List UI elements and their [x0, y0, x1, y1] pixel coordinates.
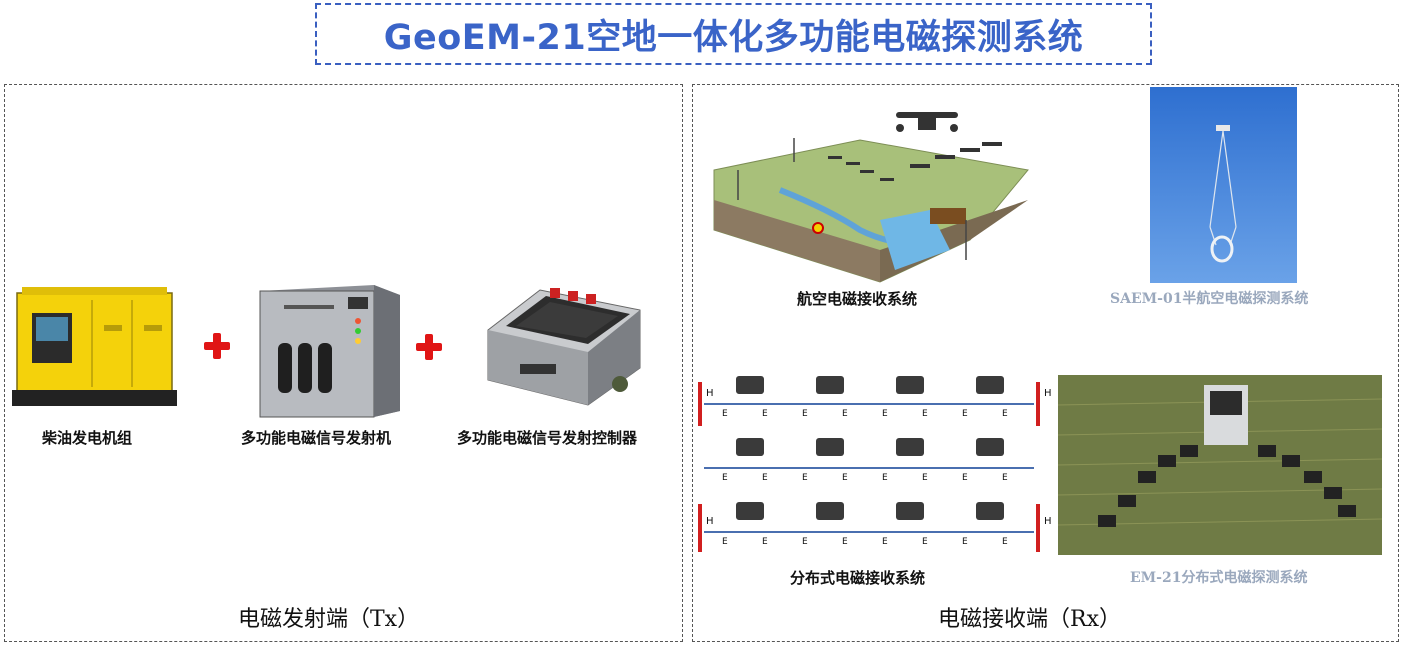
- rx-panel: [692, 84, 1399, 642]
- em21-label: EM-21分布式电磁探测系统: [1130, 570, 1308, 586]
- svg-text:E: E: [922, 537, 928, 547]
- svg-text:E: E: [922, 473, 928, 483]
- controller-box-icon: [487, 288, 641, 406]
- svg-text:E: E: [842, 473, 848, 483]
- transmitter-cabinet-icon: [259, 285, 400, 418]
- svg-text:E: E: [762, 537, 768, 547]
- svg-text:E: E: [1002, 473, 1008, 483]
- h-marker: H: [706, 388, 714, 399]
- transmitter-label: 多功能电磁信号发射机: [241, 429, 392, 447]
- svg-text:E: E: [882, 537, 888, 547]
- h-marker: H: [1044, 388, 1052, 399]
- svg-text:E: E: [722, 537, 728, 547]
- svg-text:E: E: [962, 409, 968, 419]
- svg-text:E: E: [882, 409, 888, 419]
- em21-field-photo: [1057, 375, 1383, 555]
- title-box: GeoEM-21空地一体化多功能电磁探测系统: [315, 3, 1152, 65]
- saem-label: SAEM-01半航空电磁探测系统: [1110, 291, 1309, 307]
- svg-text:E: E: [842, 409, 848, 419]
- saem-photo: [1150, 87, 1297, 283]
- plus-icon: [204, 333, 230, 359]
- tx-panel: [4, 84, 683, 642]
- svg-text:E: E: [842, 537, 848, 547]
- h-marker: H: [1044, 516, 1052, 527]
- plus-icon: [416, 334, 442, 360]
- rx-caption: 电磁接收端（Rx）: [938, 607, 1121, 632]
- tx-caption: 电磁发射端（Tx）: [238, 607, 420, 632]
- svg-text:E: E: [1002, 537, 1008, 547]
- controller-label: 多功能电磁信号发射控制器: [457, 429, 638, 447]
- page-title: GeoEM-21空地一体化多功能电磁探测系统: [383, 17, 1084, 58]
- diesel-generator-icon: [12, 287, 177, 406]
- svg-text:E: E: [802, 473, 808, 483]
- svg-text:E: E: [762, 473, 768, 483]
- airborne-survey-illustration: [713, 112, 1029, 283]
- svg-text:E: E: [762, 409, 768, 419]
- svg-text:E: E: [802, 537, 808, 547]
- svg-text:E: E: [802, 409, 808, 419]
- svg-text:E: E: [962, 473, 968, 483]
- h-marker: H: [706, 516, 714, 527]
- generator-label: 柴油发电机组: [42, 429, 133, 447]
- distributed-label: 分布式电磁接收系统: [790, 569, 926, 587]
- svg-text:E: E: [1002, 409, 1008, 419]
- svg-text:E: E: [922, 409, 928, 419]
- svg-text:E: E: [962, 537, 968, 547]
- svg-text:E: E: [722, 409, 728, 419]
- airborne-label: 航空电磁接收系统: [797, 290, 918, 308]
- distributed-network-diagram: H H H H E E E E E E E E E E E E E E E E E E E E E E E E: [698, 376, 1052, 552]
- svg-text:E: E: [882, 473, 888, 483]
- svg-text:E: E: [722, 473, 728, 483]
